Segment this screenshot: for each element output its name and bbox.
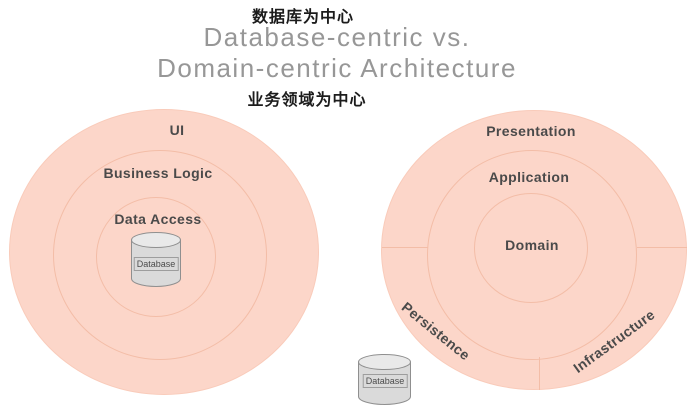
domain-centric-middle-ring [427,150,637,360]
database-label: Database [133,257,179,271]
database-cylinder-icon [357,353,412,410]
db-centric-inner-ring [96,197,216,317]
caption-domain-centric: 业务领域为中心 [247,92,367,109]
ring-label-business-logic: Business Logic [103,165,213,181]
title-line-1: Database-centric vs. [203,22,471,52]
ring-label-data-access: Data Access [114,211,202,227]
sector-divider-bottom [539,357,540,390]
ring-label-ui: UI [169,122,185,138]
caption-database-centric: 数据库为中心 [251,9,355,26]
database-label: Database [362,374,408,388]
page-title: Database-centric vs. Domain-centric Arch… [157,22,517,84]
db-centric-middle-ring [53,150,267,360]
domain-centric-inner-ring [474,193,588,303]
sector-divider-left [382,247,428,248]
ring-label-presentation: Presentation [486,123,576,139]
ring-label-application: Application [488,169,570,185]
ring-label-domain: Domain [505,237,559,253]
title-line-2: Domain-centric Architecture [157,53,517,83]
database-cylinder-icon [130,231,182,293]
sector-divider-right [637,247,687,248]
